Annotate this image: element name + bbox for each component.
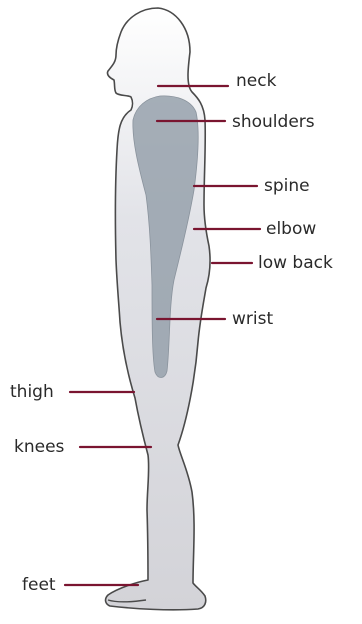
label-elbow: elbow [266,219,316,239]
label-feet: feet [22,575,56,595]
label-knees: knees [14,437,64,457]
label-neck: neck [236,71,276,91]
label-spine: spine [264,176,310,196]
label-wrist: wrist [232,309,273,329]
label-thigh: thigh [10,382,54,402]
label-shoulders: shoulders [232,112,315,132]
label-low-back: low back [258,253,333,273]
